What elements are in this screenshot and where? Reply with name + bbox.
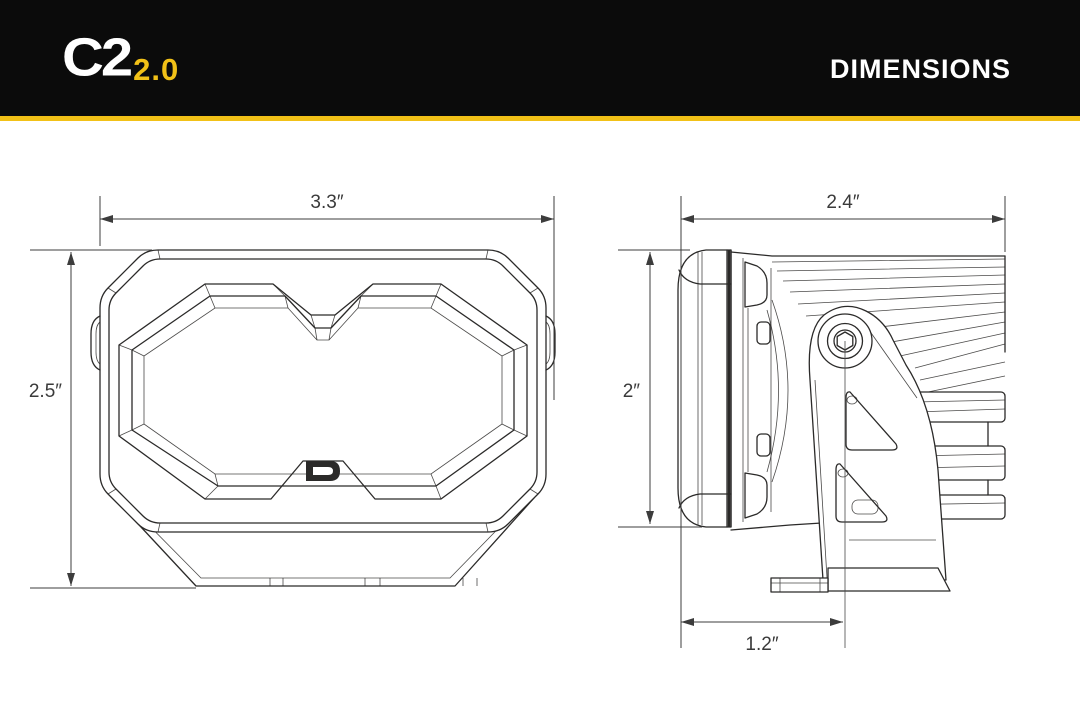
brand-model: C2 <box>62 27 133 88</box>
brand-version: 2.0 <box>133 52 180 87</box>
front-width-label: 3.3″ <box>310 192 343 213</box>
bezel-clips <box>742 258 772 522</box>
front-width-dimension: 3.3″ <box>99 192 555 400</box>
diode-dynamics-logo <box>306 461 340 481</box>
left-tab <box>90 315 101 371</box>
right-tab <box>545 315 556 371</box>
side-depth-dimension: 2.4″ <box>680 192 1006 648</box>
housing-outline <box>99 249 547 533</box>
page-title: DIMENSIONS <box>829 53 1011 84</box>
front-height-dimension: 2.5″ <box>29 249 196 589</box>
lens-side-profile <box>677 249 732 528</box>
front-height-label: 2.5″ <box>29 381 62 402</box>
side-view-drawing <box>677 249 1006 648</box>
mounting-bracket <box>770 305 951 593</box>
header-bar: C2 2.0 DIMENSIONS <box>0 0 1080 121</box>
side-depth-label: 2.4″ <box>826 192 859 213</box>
side-height-dimension: 2″ <box>618 249 702 528</box>
mount-offset-label: 1.2″ <box>745 634 778 655</box>
bracket-foot <box>770 567 951 593</box>
side-height-label: 2″ <box>623 381 641 402</box>
brand-logo: C2 2.0 <box>62 29 179 87</box>
mount-offset-dimension: 1.2″ <box>681 618 843 655</box>
front-view-drawing <box>90 249 556 587</box>
